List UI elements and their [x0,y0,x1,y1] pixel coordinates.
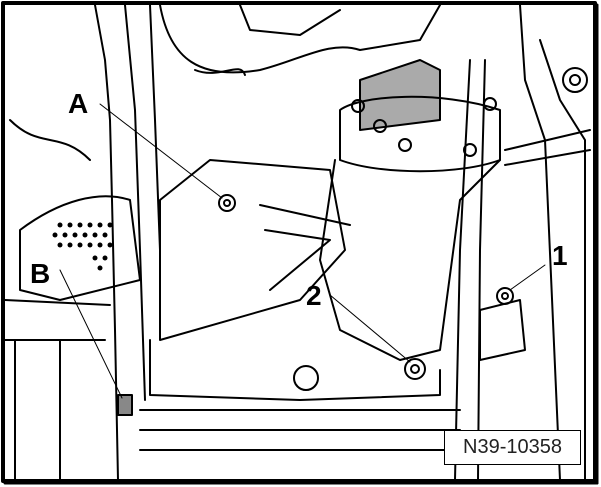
callout-b: B [30,258,51,289]
callout-2: 2 [306,280,322,311]
callout-a: A [68,88,89,119]
grille-pattern [52,222,113,271]
callout-1: 1 [552,240,568,271]
figure-id-label: N39-10358 [444,430,581,465]
